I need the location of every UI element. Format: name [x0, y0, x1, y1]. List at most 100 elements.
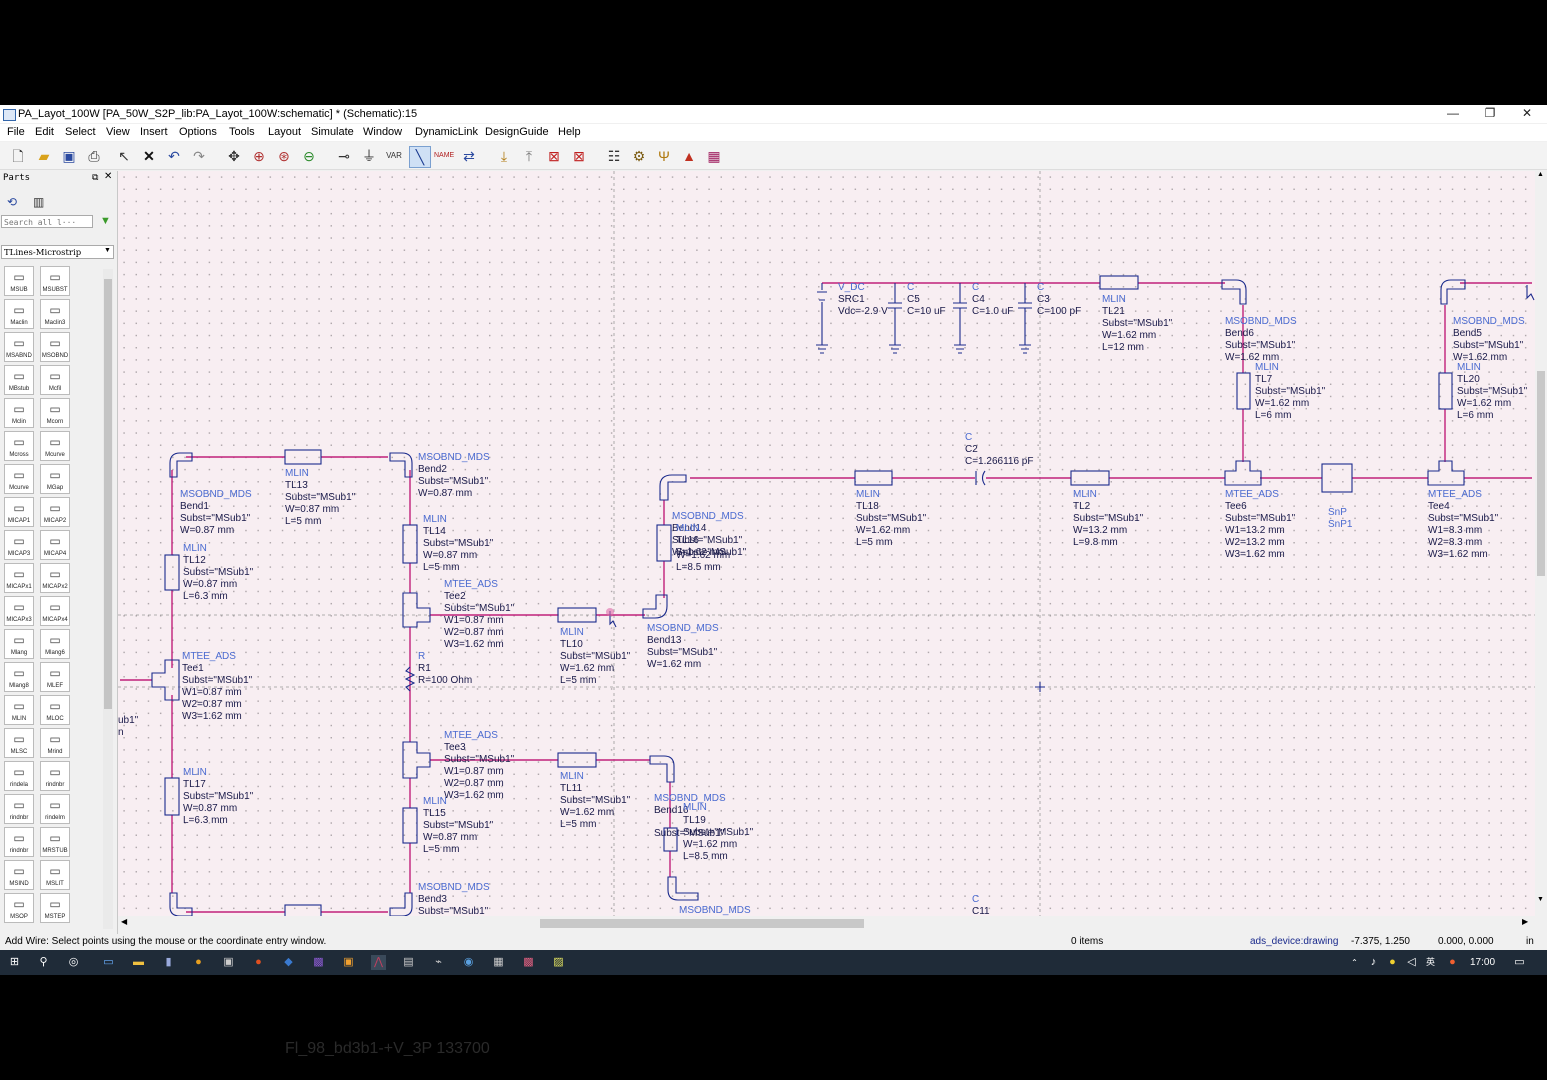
- zoom-in-icon[interactable]: ⊛: [278, 148, 290, 164]
- new-file-icon[interactable]: 🗋: [12, 148, 24, 164]
- palette-item-mlsc-28[interactable]: ▭MLSC: [4, 728, 34, 758]
- menu-tools[interactable]: Tools: [229, 126, 255, 138]
- close-panel-icon[interactable]: ✕: [104, 171, 113, 182]
- volume-icon[interactable]: ◁: [1407, 956, 1416, 968]
- redo-icon[interactable]: ↷: [193, 148, 205, 164]
- tuning-icon[interactable]: ☷: [607, 148, 621, 164]
- palette-item-msubst-1[interactable]: ▭MSUBST: [40, 266, 70, 296]
- palette-item-mloc-27[interactable]: ▭MLOC: [40, 695, 70, 725]
- app-icon-10[interactable]: ▨: [553, 956, 564, 968]
- undo-icon[interactable]: ↶: [168, 148, 180, 164]
- palette-item-mlang6-23[interactable]: ▭Mlang6: [40, 629, 70, 659]
- palette-item-rindnbr-31[interactable]: ▭rindnbr: [40, 761, 70, 791]
- palette-item-mlang8-24[interactable]: ▭Mlang8: [4, 662, 34, 692]
- scroll-left-icon[interactable]: ◀: [121, 917, 128, 926]
- powerpoint-icon[interactable]: ●: [255, 956, 262, 968]
- palette-item-maclin3-3[interactable]: ▭Maclin3: [40, 299, 70, 329]
- menu-insert[interactable]: Insert: [140, 126, 168, 138]
- palette-item-mcross-10[interactable]: ▭Mcross: [4, 431, 34, 461]
- palette-item-maclin-2[interactable]: ▭Maclin: [4, 299, 34, 329]
- notification-icon[interactable]: ▭: [1514, 956, 1525, 968]
- push-into-icon[interactable]: ⤓: [500, 148, 508, 164]
- float-panel-icon[interactable]: ⧉: [92, 172, 99, 182]
- microphone-icon[interactable]: ♪: [1370, 956, 1377, 968]
- zoom-area-icon[interactable]: ⊕: [253, 148, 265, 164]
- tray-app-icon-2[interactable]: ●: [1449, 956, 1456, 968]
- horizontal-scrollbar[interactable]: ◀ ▶: [118, 916, 1535, 930]
- palette-item-msop-38[interactable]: ▭MSOP: [4, 893, 34, 923]
- palette-item-rindelm-33[interactable]: ▭rindelm: [40, 794, 70, 824]
- palette-item-micap1-14[interactable]: ▭MICAP1: [4, 497, 34, 527]
- palette-item-rindnbr-34[interactable]: ▭rindnbr: [4, 827, 34, 857]
- palette-item-micapx1-18[interactable]: ▭MICAPx1: [4, 563, 34, 593]
- move-icon[interactable]: ✥: [228, 148, 240, 164]
- app-icon-8[interactable]: ▦: [493, 956, 504, 968]
- palette-item-mlin-26[interactable]: ▭MLIN: [4, 695, 34, 725]
- palette-item-rindnbr-32[interactable]: ▭rindnbr: [4, 794, 34, 824]
- library-icon[interactable]: ▥: [33, 195, 45, 209]
- vscode-icon[interactable]: ◆: [284, 956, 293, 968]
- palette-item-msub-0[interactable]: ▭MSUB: [4, 266, 34, 296]
- palette-item-mcorn-9[interactable]: ▭Mcorn: [40, 398, 70, 428]
- start-icon[interactable]: ⊞: [9, 956, 20, 968]
- app-icon-9[interactable]: ▩: [523, 956, 534, 968]
- history-icon[interactable]: ⟲: [7, 195, 18, 209]
- menu-layout[interactable]: Layout: [268, 126, 302, 138]
- palette-item-msabnd-4[interactable]: ▭MSABND: [4, 332, 34, 362]
- app-icon-3[interactable]: ▩: [313, 956, 324, 968]
- open-folder-icon[interactable]: ▰: [38, 148, 50, 164]
- optimize-icon[interactable]: ▲: [682, 148, 696, 164]
- palette-item-mlef-25[interactable]: ▭MLEF: [40, 662, 70, 692]
- chevron-down-icon[interactable]: ▼: [104, 247, 111, 254]
- ads-taskbar-icon[interactable]: ⋀: [371, 955, 386, 970]
- wire-label-icon[interactable]: NAME: [434, 152, 455, 159]
- palette-item-mcurve-11[interactable]: ▭Mcurve: [40, 431, 70, 461]
- menu-dynamiclink[interactable]: DynamicLink: [415, 126, 478, 138]
- menu-view[interactable]: View: [106, 126, 130, 138]
- insert-wire-icon[interactable]: ╲: [409, 146, 431, 168]
- app-icon-6[interactable]: ⌁: [435, 956, 442, 968]
- deactivate-icon[interactable]: ⊠: [548, 148, 560, 164]
- app-icon-1[interactable]: ▮: [165, 956, 172, 968]
- menu-window[interactable]: Window: [363, 126, 403, 138]
- palette-item-micap4-17[interactable]: ▭MICAP4: [40, 530, 70, 560]
- select-pointer-icon[interactable]: ↖: [118, 148, 130, 164]
- filter-icon[interactable]: ▼: [100, 215, 111, 227]
- menu-designguide[interactable]: DesignGuide: [485, 126, 549, 138]
- palette-item-mrstub-35[interactable]: ▭MRSTUB: [40, 827, 70, 857]
- palette-item-mrind-29[interactable]: ▭Mrind: [40, 728, 70, 758]
- palette-item-mclin-8[interactable]: ▭Mclin: [4, 398, 34, 428]
- simulate-icon[interactable]: ⚙: [632, 148, 646, 164]
- delete-icon[interactable]: ✕: [143, 148, 155, 164]
- scroll-down-icon[interactable]: ▼: [1537, 896, 1544, 903]
- scroll-right-icon[interactable]: ▶: [1522, 917, 1529, 926]
- app-icon-4[interactable]: ▣: [343, 956, 354, 968]
- minimize-button[interactable]: —: [1447, 106, 1459, 120]
- swap-icon[interactable]: ⇄: [463, 148, 475, 164]
- palette-item-mcfil-7[interactable]: ▭Mcfil: [40, 365, 70, 395]
- task-view-icon[interactable]: ◎: [68, 956, 79, 968]
- palette-item-mlang-22[interactable]: ▭Mlang: [4, 629, 34, 659]
- short-icon[interactable]: ⊠: [573, 148, 585, 164]
- palette-scrollbar[interactable]: [103, 269, 113, 929]
- parts-search-input[interactable]: Search all l···: [1, 215, 93, 228]
- palette-item-micapx3-20[interactable]: ▭MICAPx3: [4, 596, 34, 626]
- var-icon[interactable]: VAR: [386, 151, 402, 160]
- palette-item-msind-36[interactable]: ▭MSIND: [4, 860, 34, 890]
- app-icon-5[interactable]: ▤: [403, 956, 414, 968]
- save-icon[interactable]: ▣: [62, 148, 76, 164]
- vertical-scrollbar[interactable]: ▲ ▼: [1535, 171, 1547, 916]
- ground-icon[interactable]: ⏚: [362, 148, 376, 164]
- palette-item-micapx4-21[interactable]: ▭MICAPx4: [40, 596, 70, 626]
- explorer-icon[interactable]: ▬: [133, 956, 144, 968]
- pop-out-icon[interactable]: ⤒: [525, 148, 533, 164]
- tray-app-icon[interactable]: ●: [1389, 956, 1396, 968]
- palette-item-mbstub-6[interactable]: ▭MBstub: [4, 365, 34, 395]
- tune-icon[interactable]: Ψ: [658, 148, 670, 164]
- palette-item-mslit-37[interactable]: ▭MSLIT: [40, 860, 70, 890]
- tray-chevron-icon[interactable]: ⌃: [1351, 958, 1358, 967]
- port-icon[interactable]: ⊸: [338, 148, 350, 164]
- palette-item-mstep-39[interactable]: ▭MSTEP: [40, 893, 70, 923]
